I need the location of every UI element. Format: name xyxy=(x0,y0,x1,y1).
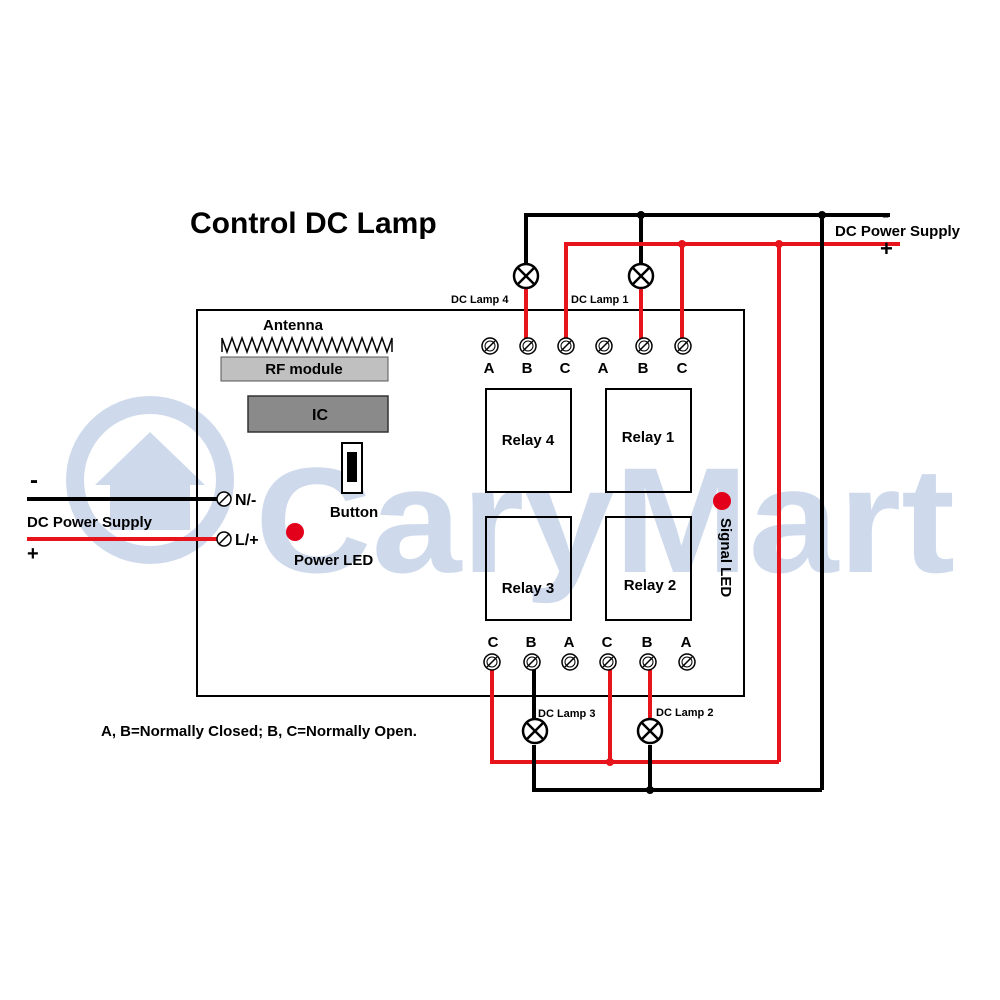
top-terminal-label-2: B xyxy=(522,360,533,377)
button-label: Button xyxy=(330,504,378,521)
relay-2 xyxy=(605,516,692,621)
dc-lamp-4-icon xyxy=(512,262,540,290)
top-terminal-screw-5 xyxy=(635,337,653,355)
dc-lamp-1-icon xyxy=(627,262,655,290)
relay-3 xyxy=(485,516,572,621)
bottom-terminal-screw-1 xyxy=(483,653,501,671)
top-terminal-label-6: C xyxy=(677,360,688,377)
left-supply-minus: - xyxy=(30,467,38,494)
top-terminal-screw-6 xyxy=(674,337,692,355)
rf-module-label: RF module xyxy=(265,361,343,378)
signal-led xyxy=(713,492,731,510)
bottom-terminal-label-1: C xyxy=(488,634,499,651)
relay-3-label: Relay 3 xyxy=(502,580,555,597)
bottom-negative-bus xyxy=(532,745,822,792)
relay-4-label: Relay 4 xyxy=(502,432,555,449)
top-terminal-label-5: B xyxy=(638,360,649,377)
top-terminal-label-1: A xyxy=(484,360,495,377)
top-terminal-label-4: A xyxy=(598,360,609,377)
antenna-coil xyxy=(221,335,393,355)
dc-lamp-2-label: DC Lamp 2 xyxy=(656,707,713,719)
top-terminal-label-3: C xyxy=(560,360,571,377)
right-supply-label: DC Power Supply xyxy=(835,223,961,240)
bottom-terminal-label-4: C xyxy=(602,634,613,651)
top-positive-bus xyxy=(564,242,900,345)
dc-lamp-1-label: DC Lamp 1 xyxy=(571,294,628,306)
rf-module xyxy=(220,356,389,382)
bottom-terminal-label-3: A xyxy=(564,634,575,651)
right-supply-minus: - xyxy=(882,202,889,227)
relay-2-label: Relay 2 xyxy=(624,577,677,594)
bottom-terminal-screw-4 xyxy=(599,653,617,671)
ic-label: IC xyxy=(312,407,328,424)
left-supply-plus: + xyxy=(27,543,39,565)
live-terminal-label: L/+ xyxy=(235,532,259,549)
top-terminal-screw-3 xyxy=(557,337,575,355)
bottom-positive-bus xyxy=(490,662,779,764)
learn-button[interactable] xyxy=(341,442,363,494)
relay-1 xyxy=(605,388,692,493)
top-terminal-screw-4 xyxy=(595,337,613,355)
bottom-terminal-screw-5 xyxy=(639,653,657,671)
controller-board xyxy=(196,309,745,697)
relay-4 xyxy=(485,388,572,493)
top-negative-bus xyxy=(524,213,890,272)
dc-lamp-2-icon xyxy=(636,717,664,745)
bottom-terminal-label-6: A xyxy=(681,634,692,651)
bottom-terminal-screw-6 xyxy=(678,653,696,671)
signal-led-label: Signal LED xyxy=(717,518,734,597)
dc-lamp-3-label: DC Lamp 3 xyxy=(538,708,595,720)
power-led-label: Power LED xyxy=(294,552,373,569)
antenna-label: Antenna xyxy=(263,317,324,334)
live-terminal-screw xyxy=(216,531,232,547)
neutral-terminal-screw xyxy=(216,491,232,507)
dc-lamp-3-icon xyxy=(521,717,549,745)
contact-note: A, B=Normally Closed; B, C=Normally Open… xyxy=(101,723,417,740)
top-terminal-screw-1 xyxy=(481,337,499,355)
bottom-terminal-screw-2 xyxy=(523,653,541,671)
right-supply-plus: + xyxy=(880,236,893,261)
power-led xyxy=(286,523,304,541)
bottom-terminal-screw-3 xyxy=(561,653,579,671)
neutral-terminal-label: N/- xyxy=(235,492,256,509)
left-supply-label: DC Power Supply xyxy=(27,514,153,531)
bottom-terminal-label-2: B xyxy=(526,634,537,651)
top-terminal-screw-2 xyxy=(519,337,537,355)
relay-1-label: Relay 1 xyxy=(622,429,675,446)
page-title: Control DC Lamp xyxy=(190,207,437,240)
dc-lamp-4-label: DC Lamp 4 xyxy=(451,294,509,306)
bottom-terminal-label-5: B xyxy=(642,634,653,651)
ic-chip xyxy=(247,395,389,433)
